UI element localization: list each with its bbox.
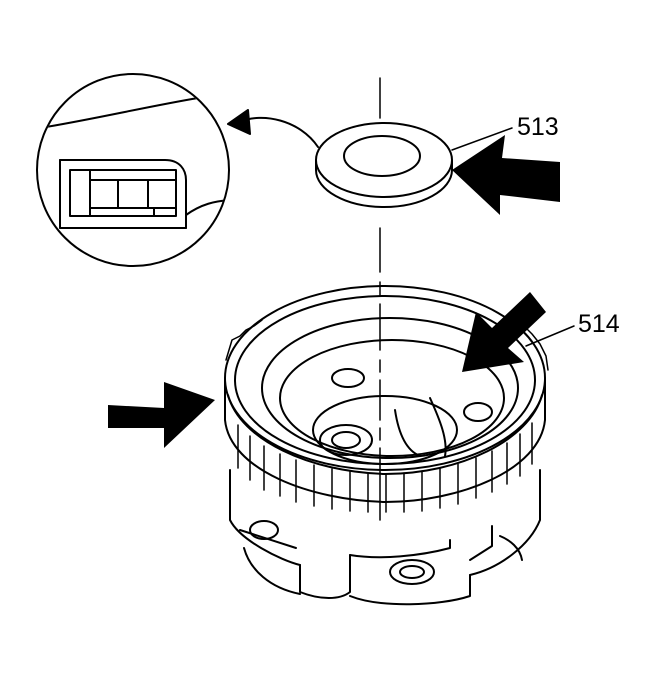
callout-label-514: 514 [578, 310, 620, 338]
thrust-washer-513 [315, 122, 453, 208]
big-arrow-diagonal-carrier [462, 292, 546, 372]
curved-pointer-arrow [227, 109, 319, 148]
cross-section-detail-inset [36, 73, 230, 267]
leader-line-513 [451, 127, 513, 151]
big-arrow-right-washer [452, 135, 560, 215]
leader-line-514 [525, 325, 575, 347]
reaction-carrier-514 [224, 285, 549, 606]
big-arrow-left-carrier [108, 382, 215, 448]
callout-label-513: 513 [517, 113, 559, 141]
